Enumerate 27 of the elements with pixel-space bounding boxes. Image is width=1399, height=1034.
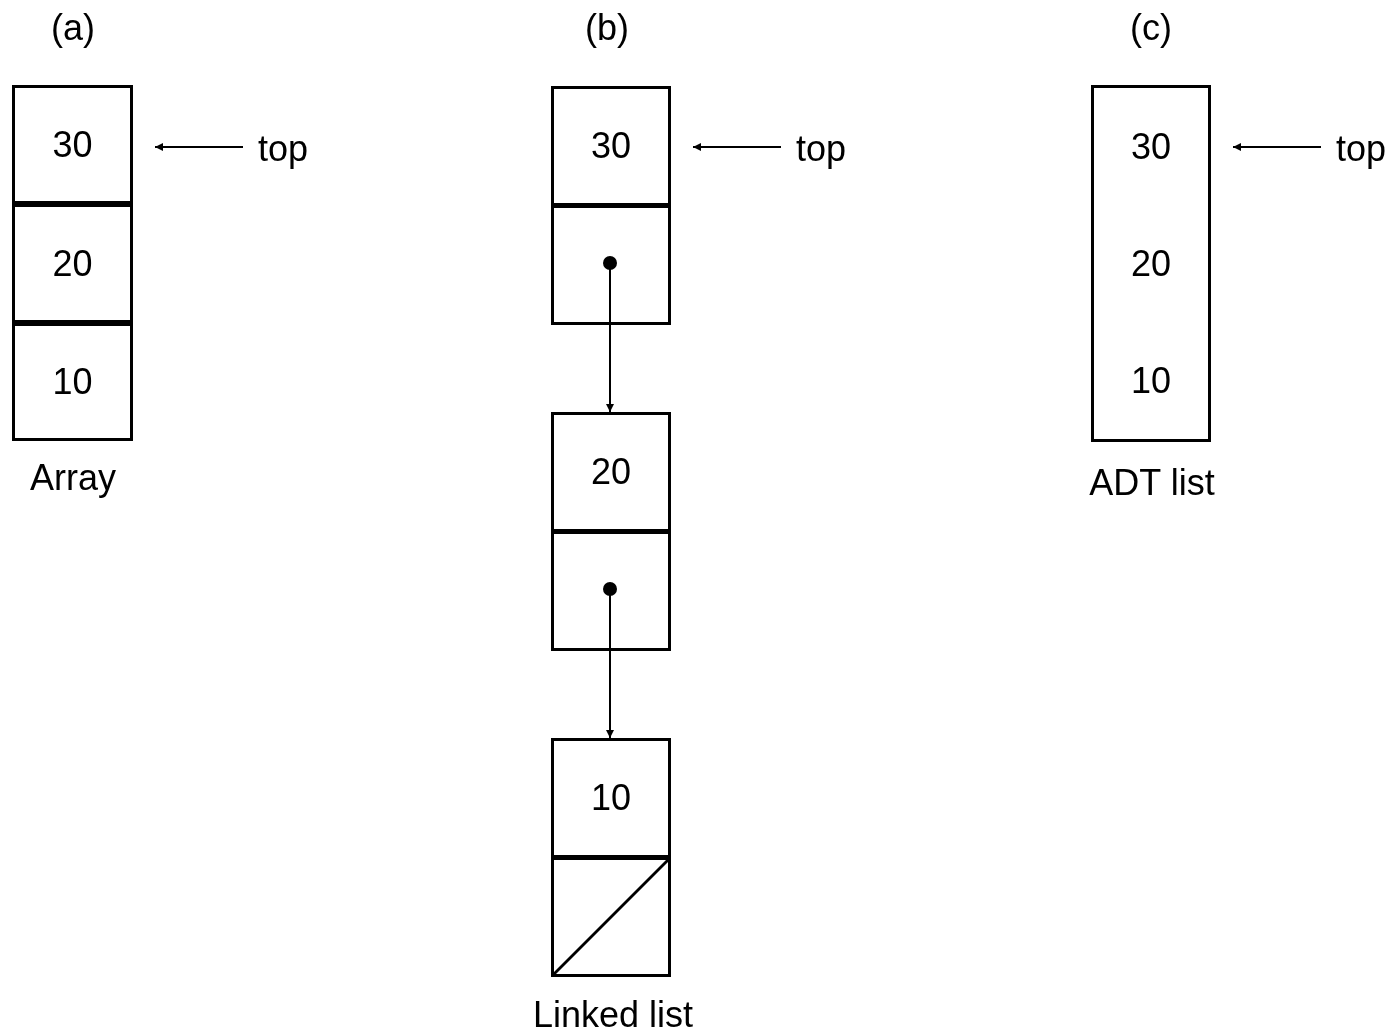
value-cell: [12, 323, 133, 441]
value-text: 30: [1130, 128, 1171, 165]
caption: Array: [30, 460, 116, 496]
pointer-label: top: [257, 131, 308, 167]
arrow: [1232, 143, 1322, 151]
pointer-arrow: [603, 256, 617, 413]
panel-label: (a): [51, 10, 95, 46]
value-text: 20: [52, 245, 93, 282]
pointer-label: top: [795, 131, 846, 167]
panel-label: (b): [585, 10, 629, 46]
value-text: 10: [590, 780, 631, 816]
value-cell: [1091, 85, 1211, 442]
caption: ADT list: [1089, 465, 1215, 501]
value-text: 30: [590, 128, 631, 164]
value-text: 10: [1130, 362, 1171, 399]
value-text: 20: [1130, 245, 1171, 282]
value-text: 10: [52, 364, 93, 400]
value-cell: [12, 204, 133, 323]
arrow: [154, 143, 244, 151]
arrow: [692, 143, 782, 151]
value-cell: [12, 85, 133, 204]
value-text: 20: [590, 454, 631, 490]
panel-label: (c): [1130, 10, 1172, 46]
pointer-label: top: [1335, 131, 1386, 167]
value-text: 30: [52, 126, 93, 163]
caption: Linked list: [532, 997, 694, 1033]
pointer-arrow: [603, 582, 617, 739]
